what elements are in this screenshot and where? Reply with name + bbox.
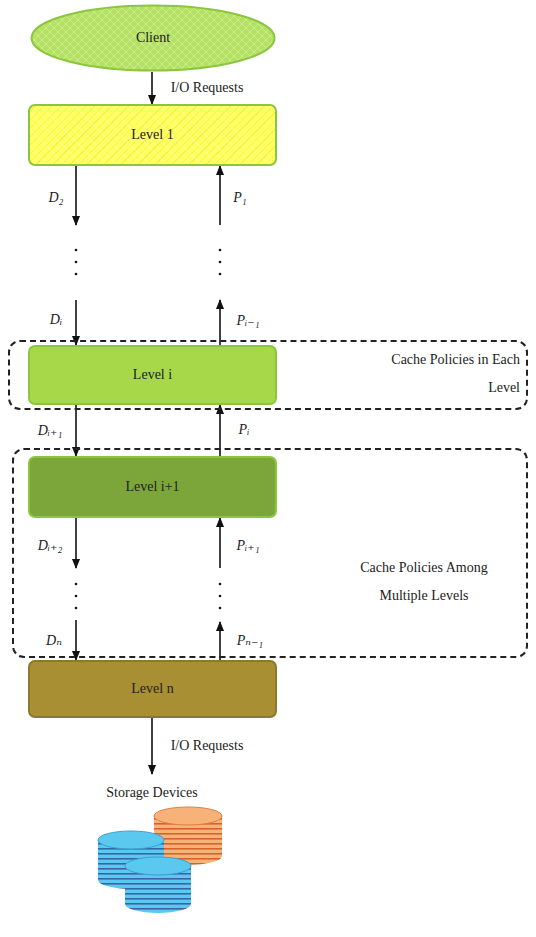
p-label: Pᵢ₊₁ <box>236 537 259 554</box>
io-label: I/O Requests <box>171 738 244 754</box>
d-label: Dₙ <box>46 632 62 649</box>
node-label: Level i+1 <box>125 473 179 501</box>
p-label: Pᵢ₋₁ <box>236 312 259 329</box>
node-label: Level 1 <box>131 127 173 143</box>
edge-label: Dᵢ₊₁ <box>38 422 63 439</box>
policy-region: Cache Policies Among Multiple Levels Leve… <box>12 448 528 658</box>
region-caption: Cache Policies Among Multiple Levels <box>344 554 504 610</box>
connector-arrow <box>151 72 153 104</box>
ellipsis-dots <box>75 249 222 610</box>
d-label: Dᵢ₊₂ <box>38 537 63 554</box>
node-label: Level i <box>133 361 172 389</box>
level-box: Level n <box>28 660 277 718</box>
level-box: Level i <box>28 345 277 405</box>
node-label: Client <box>136 30 170 46</box>
p-label: Pₙ₋₁ <box>237 632 263 649</box>
policy-region: Cache Policies in Each Level Level i <box>8 340 528 410</box>
edge-label: I/O Requests <box>171 80 244 96</box>
level-box: Level i+1 <box>28 456 277 518</box>
p-label: P₁ <box>233 190 246 206</box>
client-ellipse: Client <box>30 4 276 72</box>
level-box: Level 1 <box>28 104 277 166</box>
storage-label: Storage Devices <box>106 785 197 801</box>
node-label: Level n <box>131 681 173 697</box>
d-label: Dᵢ <box>50 312 62 328</box>
d-label: D₂ <box>49 190 64 206</box>
edge-label: Pᵢ <box>239 422 250 438</box>
storage-cylinders <box>98 807 222 913</box>
region-caption: Cache Policies in Each Level <box>390 346 520 402</box>
